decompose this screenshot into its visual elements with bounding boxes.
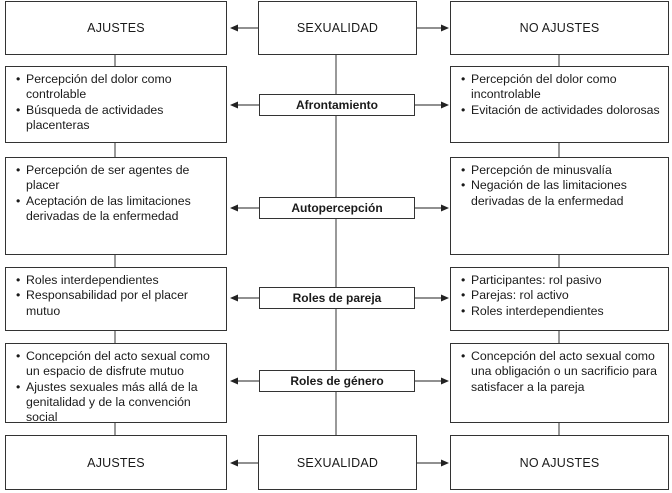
list-item: Evitación de actividades dolorosas [461, 103, 662, 119]
list-item: Concepción del acto sexual como un espac… [16, 349, 220, 380]
afrontamiento-label: Afrontamiento [259, 94, 415, 116]
bottom-ajustes-box: AJUSTES [5, 435, 227, 490]
autopercepcion-label: Autopercepción [259, 197, 415, 219]
roles-de-genero-label: Roles de género [259, 370, 415, 392]
list-item: Roles interdependientes [461, 304, 662, 320]
top-sexualidad-box: SEXUALIDAD [258, 1, 417, 55]
row3-ajustes-box: Roles interdependientes Responsabilidad … [5, 267, 227, 331]
roles-de-pareja-label: Roles de pareja [259, 287, 415, 309]
list-item: Roles interdependientes [16, 273, 220, 289]
list-item: Negación de las limitaciones derivadas d… [461, 178, 662, 209]
list-item: Percepción de minusvalía [461, 163, 662, 179]
list-item: Aceptación de las limitaciones derivadas… [16, 194, 220, 225]
bottom-no-ajustes-box: NO AJUSTES [450, 435, 669, 490]
list-item: Concepción del acto sexual como una obli… [461, 349, 662, 395]
row1-ajustes-box: Percepción del dolor como controlable Bú… [5, 66, 227, 143]
row1-no-ajustes-box: Percepción del dolor como incontrolable … [450, 66, 669, 143]
list-item: Responsabilidad por el placer mutuo [16, 288, 220, 319]
bottom-sexualidad-box: SEXUALIDAD [258, 435, 417, 490]
list-item: Participantes: rol pasivo [461, 273, 662, 289]
list-item: Ajustes sexuales más allá de la genitali… [16, 380, 220, 426]
row2-no-ajustes-box: Percepción de minusvalía Negación de las… [450, 157, 669, 255]
row2-ajustes-box: Percepción de ser agentes de placer Acep… [5, 157, 227, 255]
list-item: Percepción de ser agentes de placer [16, 163, 220, 194]
list-item: Percepción del dolor como controlable [16, 72, 220, 103]
row4-ajustes-box: Concepción del acto sexual como un espac… [5, 343, 227, 426]
row4-no-ajustes-box: Concepción del acto sexual como una obli… [450, 343, 669, 423]
row3-no-ajustes-box: Participantes: rol pasivo Parejas: rol a… [450, 267, 669, 331]
list-item: Percepción del dolor como incontrolable [461, 72, 662, 103]
top-no-ajustes-box: NO AJUSTES [450, 1, 669, 55]
top-ajustes-box: AJUSTES [5, 1, 227, 55]
list-item: Parejas: rol activo [461, 288, 662, 304]
list-item: Búsqueda de actividades placenteras [16, 103, 220, 134]
